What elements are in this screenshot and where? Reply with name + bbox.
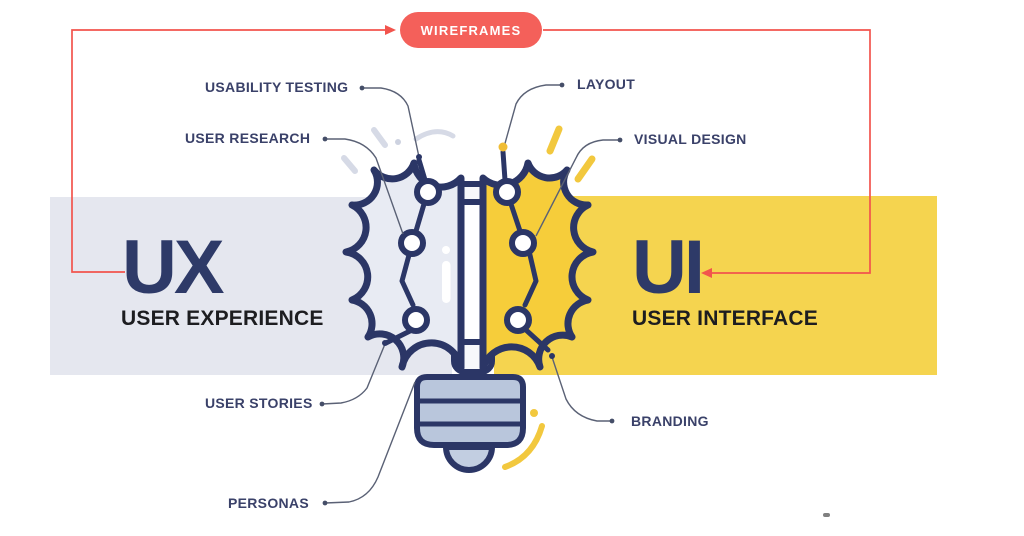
wireframes-badge: WIREFRAMES bbox=[400, 12, 542, 48]
connector-usability-testing bbox=[362, 87, 420, 158]
red-flow-wireframes-to-ui bbox=[543, 29, 871, 274]
connector-visual-design bbox=[535, 139, 620, 237]
connector-layout bbox=[503, 84, 562, 148]
ui-acronym: UI bbox=[632, 225, 705, 310]
arrowhead-left-icon bbox=[701, 268, 712, 278]
arrowhead-right-icon bbox=[385, 25, 396, 35]
label-layout: LAYOUT bbox=[577, 76, 636, 92]
red-flow-lines bbox=[71, 25, 871, 278]
connector-user-stories bbox=[321, 343, 386, 405]
ux-full-name: USER EXPERIENCE bbox=[121, 307, 324, 330]
neuron-circuit-left bbox=[383, 157, 442, 346]
label-personas: PERSONAS bbox=[228, 495, 309, 511]
yellow-sparks-icon bbox=[546, 125, 596, 183]
ux-acronym: UX bbox=[122, 225, 225, 310]
label-user-stories: USER STORIES bbox=[205, 395, 313, 411]
ui-full-name: USER INTERFACE bbox=[632, 307, 818, 330]
label-branding: BRANDING bbox=[631, 413, 709, 429]
red-flow-ux-to-wireframes bbox=[71, 29, 385, 273]
connector-user-research bbox=[325, 138, 404, 235]
label-user-research: USER RESEARCH bbox=[185, 130, 311, 146]
bulb-tip bbox=[443, 444, 495, 473]
bulb-screw-base bbox=[414, 374, 526, 448]
bulb-shine-i bbox=[442, 246, 451, 303]
connector-branding bbox=[551, 356, 612, 422]
label-visual-design: VISUAL DESIGN bbox=[634, 131, 747, 147]
connector-lines bbox=[319, 82, 623, 506]
label-usability-testing: USABILITY TESTING bbox=[205, 79, 349, 95]
connector-personas bbox=[324, 381, 416, 504]
yellow-swoosh-icon bbox=[502, 409, 545, 470]
wireframes-badge-label: WIREFRAMES bbox=[420, 22, 522, 38]
gray-sparks-icon bbox=[341, 127, 456, 174]
neuron-circuit-right bbox=[493, 149, 551, 353]
small-mark bbox=[823, 513, 830, 517]
brain-left-hemisphere bbox=[342, 159, 465, 372]
